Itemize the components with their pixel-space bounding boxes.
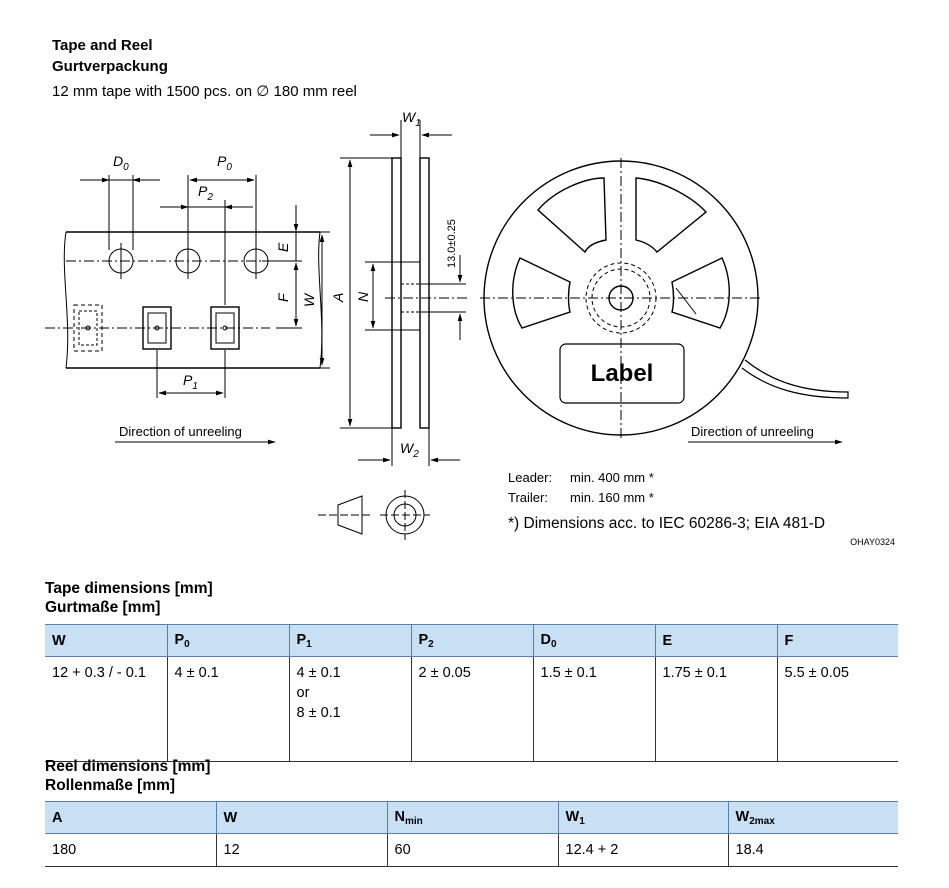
label-w: W: [301, 292, 317, 307]
reel-header-2: Nmin: [387, 801, 559, 834]
tape-cell-line: 5.5 ± 0.05: [784, 665, 849, 681]
tape-header-6: F: [777, 624, 898, 657]
tape-cell-line: 8 ± 0.1: [296, 705, 341, 721]
tape-section-title-en: Tape dimensions [mm]: [45, 580, 213, 597]
reel-header-main: N: [394, 808, 405, 825]
reel-front-view: [480, 158, 849, 445]
tape-header-5: E: [655, 624, 778, 657]
tape-header-main: P: [296, 631, 307, 648]
tape-cell-line: 4 ± 0.1: [174, 665, 219, 681]
subtitle: 12 mm tape with 1500 pcs. on ∅ 180 mm re…: [52, 83, 357, 100]
title-en: Tape and Reel: [52, 37, 153, 54]
reel-header-0: A: [45, 801, 217, 834]
direction-right: Direction of unreeling: [691, 424, 814, 439]
tape-cell-4: 1.5 ± 0.1: [533, 656, 656, 762]
tape-outline: [45, 231, 323, 369]
tape-header-main: E: [662, 632, 673, 649]
tape-section-title-de: Gurtmaße [mm]: [45, 599, 161, 616]
reel-section-title-en: Reel dimensions [mm]: [45, 758, 211, 775]
tape-header-main: P: [418, 631, 429, 648]
reel-header-main: A: [52, 809, 63, 826]
leader-value: min. 400 mm *: [570, 470, 654, 485]
tape-cell-line: 1.5 ± 0.1: [540, 665, 597, 681]
tape-header-main: F: [784, 632, 794, 649]
tape-header-sub: 2: [428, 638, 434, 650]
reel-header-4: W2max: [728, 801, 898, 834]
reel-side-view: [340, 120, 470, 466]
tape-dimensions: [80, 175, 330, 445]
tape-header-main: P: [174, 631, 185, 648]
component-pockets: [73, 304, 240, 352]
tape-and-reel-drawing: D0 P0 P2 P1 E F W A N W1 W2 13.0±0.25 La…: [45, 109, 895, 547]
reel-header-main: W: [735, 808, 750, 825]
tape-header-3: P2: [411, 624, 534, 657]
drawing-code: OHAY0324: [850, 537, 895, 547]
leader-label: Leader:: [508, 470, 552, 485]
reel-cell-3: 12.4 + 2: [558, 833, 729, 867]
tape-header-main: D: [540, 631, 551, 648]
reel-section-title-de: Rollenmaße [mm]: [45, 777, 176, 794]
tape-cell-1: 4 ± 0.1: [167, 656, 290, 762]
tape-header-2: P1: [289, 624, 412, 657]
label-w1: W1: [402, 109, 421, 129]
label-f: F: [275, 292, 291, 302]
reel-header-sub: min: [404, 815, 423, 827]
reel-header-1: W: [216, 801, 388, 834]
tape-cell-5: 1.75 ± 0.1: [655, 656, 778, 762]
label-w2: W2: [400, 440, 419, 460]
label-p2: P2: [198, 183, 213, 203]
tape-cell-0: 12 + 0.3 / - 0.1: [45, 656, 168, 762]
label-p1: P1: [183, 372, 198, 392]
tape-cell-6: 5.5 ± 0.05: [777, 656, 898, 762]
reel-cell-0: 180: [45, 833, 217, 867]
reel-header-3: W1: [558, 801, 729, 834]
label-n: N: [355, 291, 371, 302]
tape-header-1: P0: [167, 624, 290, 657]
tape-cell-3: 2 ± 0.05: [411, 656, 534, 762]
reel-header-main: W: [565, 808, 580, 825]
label-e: E: [275, 242, 291, 252]
tape-cell-line: 12 + 0.3 / - 0.1: [52, 665, 146, 681]
trailer-label: Trailer:: [508, 490, 548, 505]
projection-symbol: [318, 490, 430, 540]
reel-header-sub: 1: [579, 815, 585, 827]
reel-cell-1: 12: [216, 833, 388, 867]
reel-header-main: W: [223, 809, 238, 826]
title-de: Gurtverpackung: [52, 58, 168, 75]
label-d0: D0: [113, 153, 129, 173]
tape-header-0: W: [45, 624, 168, 657]
tape-header-sub: 0: [550, 638, 557, 650]
reel-header-sub: 2max: [749, 815, 775, 827]
tape-cell-line: 1.75 ± 0.1: [662, 665, 727, 681]
direction-left: Direction of unreeling: [119, 424, 242, 439]
tape-cell-line: 2 ± 0.05: [418, 665, 471, 681]
reel-cell-2: 60: [387, 833, 559, 867]
tape-header-sub: 1: [306, 638, 312, 650]
tolerance-label: 13.0±0.25: [446, 219, 458, 268]
tape-header-4: D0: [533, 624, 656, 657]
footnote: *) Dimensions acc. to IEC 60286-3; EIA 4…: [508, 515, 825, 532]
reel-cell-4: 18.4: [728, 833, 898, 867]
tape-cell-line: or: [296, 685, 310, 701]
label-a: A: [330, 293, 346, 303]
reel-label-text: Label: [591, 360, 654, 387]
tape-cell-2: 4 ± 0.1 or 8 ± 0.1: [289, 656, 412, 762]
trailer-value: min. 160 mm *: [570, 490, 654, 505]
tape-header-main: W: [52, 632, 66, 649]
tape-cell-line: 4 ± 0.1: [296, 665, 341, 681]
tape-header-sub: 0: [184, 638, 190, 650]
label-p0: P0: [217, 153, 232, 173]
